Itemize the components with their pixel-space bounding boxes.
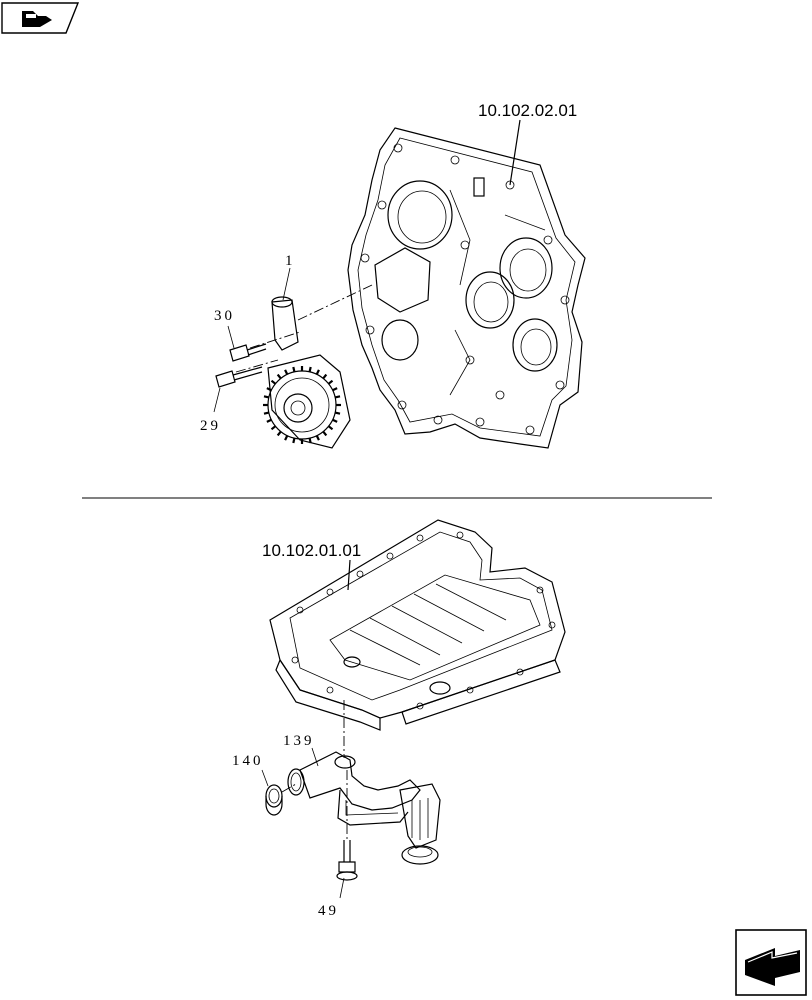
gear-tooth	[284, 435, 289, 441]
gear-tooth	[270, 425, 277, 431]
gear-tooth	[315, 369, 320, 375]
o-ring-drawing	[265, 784, 283, 816]
gear-tooth	[270, 379, 277, 385]
gear-case-drawing	[347, 127, 586, 449]
gear-tooth	[292, 437, 296, 444]
oil-pan-drawing	[269, 519, 566, 731]
gear-tooth	[308, 366, 312, 373]
nav-tab[interactable]	[1, 2, 80, 34]
gear-tooth	[308, 437, 312, 444]
next-page-button[interactable]	[735, 929, 807, 996]
suction-pipe-drawing	[287, 751, 441, 865]
gear-tooth	[292, 366, 296, 373]
callout-part-29[interactable]: 29	[200, 418, 221, 434]
gear-tooth	[266, 418, 272, 423]
gear-tooth	[284, 369, 289, 375]
gear-tooth	[322, 430, 328, 437]
callout-part-139[interactable]: 139	[283, 733, 315, 749]
gear-tooth	[327, 379, 334, 385]
gear-teeth	[263, 366, 341, 444]
gear-tooth	[266, 387, 272, 392]
callout-part-30[interactable]: 30	[214, 308, 235, 324]
callout-part-49[interactable]: 49	[318, 903, 339, 919]
gear-tooth	[315, 435, 320, 441]
bolt-30-drawing	[229, 343, 267, 362]
bolt-49-drawing	[336, 840, 358, 881]
gear-tooth	[327, 425, 334, 431]
oil-pan-reference-link[interactable]: 10.102.01.01	[262, 541, 361, 560]
bolt-29-drawing	[215, 366, 263, 388]
book-arrow-icon	[22, 11, 52, 27]
gear-tooth	[263, 395, 270, 399]
gear-case-reference-link[interactable]: 10.102.02.01	[478, 101, 577, 120]
gear-tooth	[276, 373, 282, 380]
gear-tooth	[332, 387, 338, 392]
gear-tooth	[263, 411, 270, 415]
gear-tooth	[334, 411, 341, 415]
callout-part-1[interactable]: 1	[285, 253, 296, 269]
gear-tooth	[332, 418, 338, 423]
gear-tooth	[276, 430, 282, 437]
gear-tooth	[322, 373, 328, 380]
gear-tooth	[334, 395, 341, 399]
callout-part-140[interactable]: 140	[232, 753, 264, 769]
next-page-arrow-icon	[745, 948, 800, 986]
oil-pump-drawing	[267, 296, 351, 449]
